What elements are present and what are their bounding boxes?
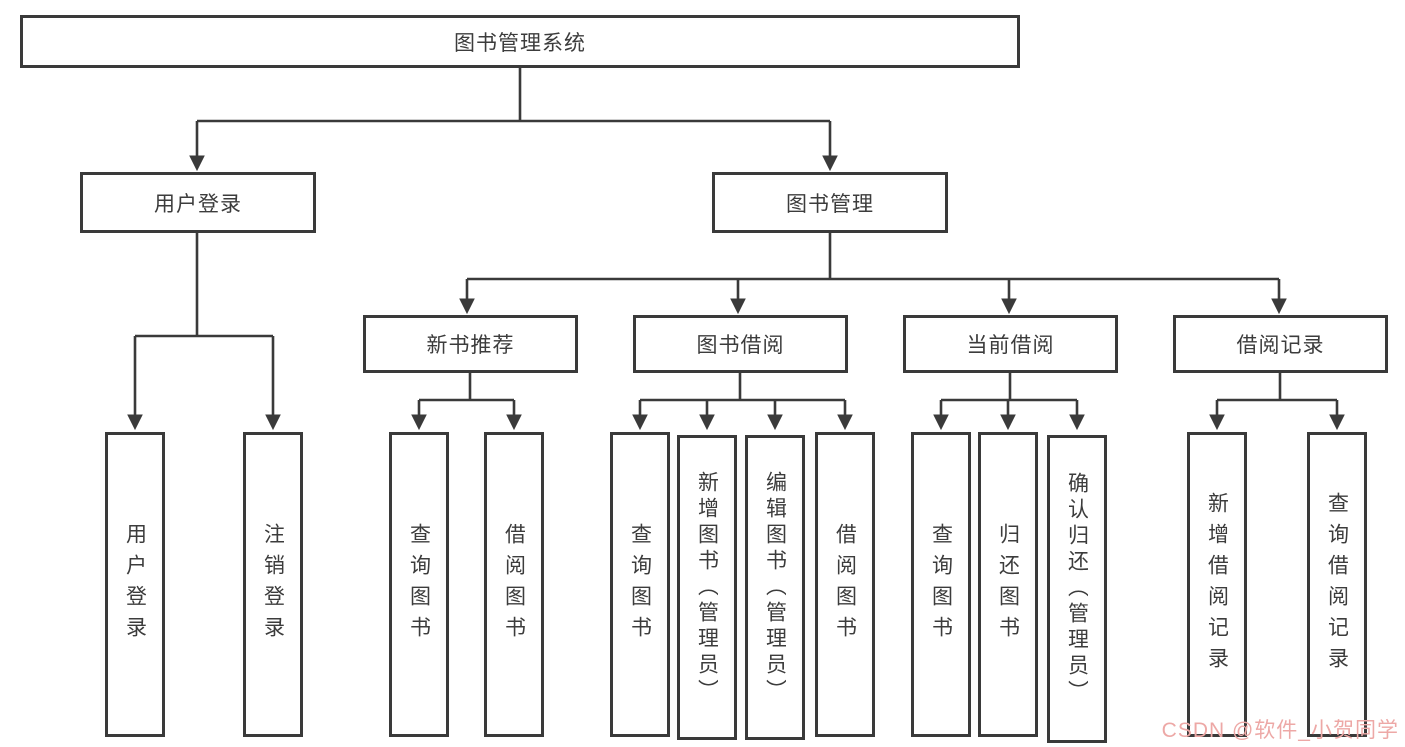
leaf-query-borrow-record-label: 查询借阅记录 [1326, 491, 1348, 678]
leaf-borrow-book-2: 借阅图书 [815, 432, 875, 737]
node-borrow-record-label: 借阅记录 [1236, 334, 1325, 357]
leaf-confirm-return-admin-label: 确认归还（管理员） [1066, 472, 1088, 706]
node-user-login: 用户登录 [80, 172, 316, 233]
node-current-borrow: 当前借阅 [903, 315, 1118, 373]
leaf-query-book-3: 查询图书 [911, 432, 971, 737]
leaf-user-login-label: 用户登录 [124, 522, 146, 647]
leaf-add-borrow-record: 新增借阅记录 [1187, 432, 1247, 737]
leaf-add-book-admin: 新增图书（管理员） [677, 435, 737, 740]
leaf-add-borrow-record-label: 新增借阅记录 [1206, 491, 1228, 678]
node-new-book-rec: 新书推荐 [363, 315, 578, 373]
node-book-borrow: 图书借阅 [633, 315, 848, 373]
node-library-system: 图书管理系统 [20, 15, 1020, 68]
leaf-borrow-book-1-label: 借阅图书 [503, 522, 525, 647]
node-book-mgmt: 图书管理 [712, 172, 948, 233]
leaf-query-book-2-label: 查询图书 [629, 522, 651, 647]
node-book-mgmt-label: 图书管理 [786, 192, 874, 216]
leaf-logout-label: 注销登录 [262, 522, 284, 647]
csdn-watermark: CSDN @软件_小贺同学 [1161, 719, 1399, 742]
leaf-query-book-3-label: 查询图书 [930, 522, 952, 647]
node-book-borrow-label: 图书借阅 [696, 334, 785, 357]
leaf-add-book-admin-label: 新增图书（管理员） [696, 470, 718, 705]
node-borrow-record: 借阅记录 [1173, 315, 1388, 373]
leaf-edit-book-admin-label: 编辑图书（管理员） [764, 470, 786, 705]
leaf-return-book-label: 归还图书 [997, 522, 1019, 647]
leaf-edit-book-admin: 编辑图书（管理员） [745, 435, 805, 740]
leaf-borrow-book-2-label: 借阅图书 [834, 522, 856, 647]
leaf-query-book-1-label: 查询图书 [408, 522, 430, 647]
node-user-login-label: 用户登录 [154, 192, 242, 216]
leaf-logout: 注销登录 [243, 432, 303, 737]
leaf-confirm-return-admin: 确认归还（管理员） [1047, 435, 1107, 743]
node-library-system-label: 图书管理系统 [454, 31, 586, 55]
node-current-borrow-label: 当前借阅 [966, 334, 1055, 357]
leaf-return-book: 归还图书 [978, 432, 1038, 737]
leaf-query-book-1: 查询图书 [389, 432, 449, 737]
leaf-query-book-2: 查询图书 [610, 432, 670, 737]
connector-trunks [135, 67, 1337, 402]
leaf-borrow-book-1: 借阅图书 [484, 432, 544, 737]
leaf-user-login: 用户登录 [105, 432, 165, 737]
leaf-query-borrow-record: 查询借阅记录 [1307, 432, 1367, 737]
node-new-book-rec-label: 新书推荐 [426, 334, 515, 357]
